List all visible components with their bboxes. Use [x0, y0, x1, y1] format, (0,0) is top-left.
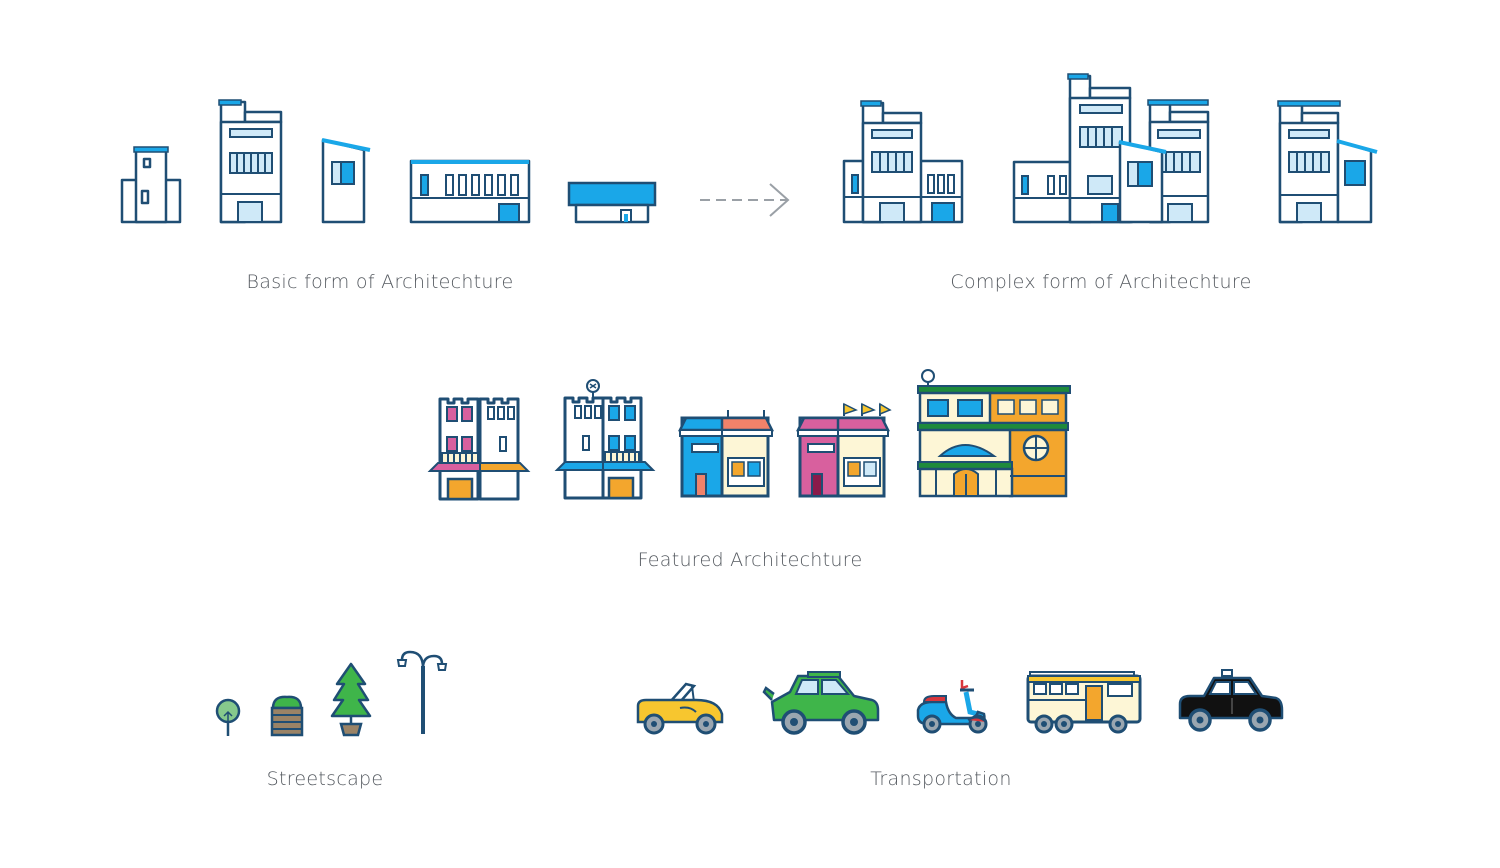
caption-streetscape: Streetscape	[266, 768, 384, 790]
bus-icon	[1026, 671, 1142, 734]
yellow-shophouse-icon	[554, 379, 656, 500]
complex-building-a-icon	[842, 100, 964, 224]
round-tree-icon	[215, 698, 241, 736]
scooter-icon	[916, 680, 988, 734]
caption-complex-form: Complex form of Architechture	[950, 271, 1252, 293]
small-tower-house-icon	[120, 146, 182, 224]
pink-shophouse-icon	[427, 397, 531, 501]
pine-tree-icon	[330, 662, 372, 737]
caption-featured: Featured Architechture	[637, 549, 863, 571]
taxi-icon	[1178, 669, 1284, 732]
caption-transportation: Transportation	[870, 768, 1012, 790]
complex-building-b-icon	[1012, 73, 1210, 224]
long-low-building-icon	[409, 159, 531, 224]
tall-townhouse-icon	[218, 99, 283, 224]
complex-building-c-icon	[1277, 100, 1378, 224]
pink-flag-shophouse-icon	[795, 402, 892, 498]
caption-basic-form: Basic form of Architechture	[246, 271, 514, 293]
street-lamp-icon	[396, 650, 448, 734]
blue-shophouse-icon	[677, 410, 775, 498]
blue-roof-shop-icon	[567, 181, 657, 224]
green-roof-mansion-icon	[917, 369, 1071, 498]
convertible-car-icon	[636, 682, 724, 735]
green-hatchback-icon	[762, 671, 880, 735]
dashed-arrow-right-icon	[700, 183, 790, 217]
planter-bush-icon	[270, 695, 304, 737]
shed-roof-house-icon	[321, 138, 371, 224]
